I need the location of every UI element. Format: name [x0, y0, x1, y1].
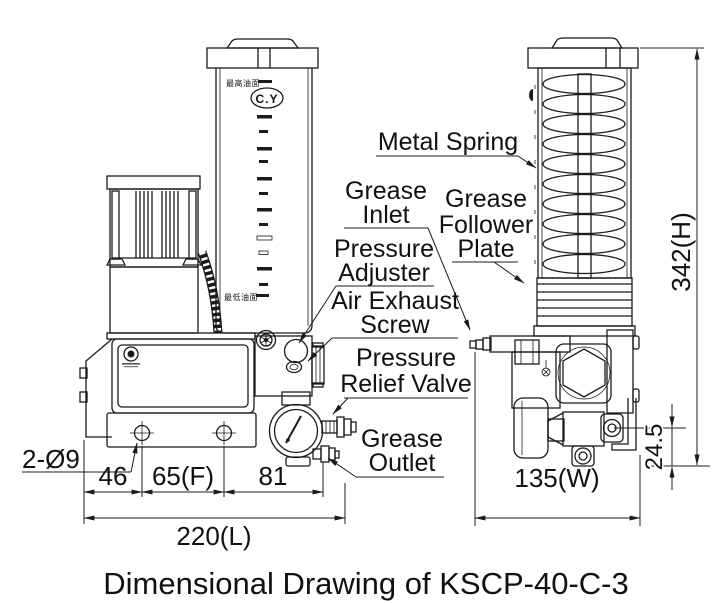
dim-24-5: 24.5: [614, 404, 710, 490]
pressure-adjuster-label-1: Pressure: [334, 235, 434, 263]
metal-spring-label: Metal Spring: [378, 128, 518, 156]
relief-valve-label-2: Relief Valve: [340, 370, 472, 398]
motor: [105, 175, 203, 334]
front-view: 最高油面 C.Y 最低油面: [79, 38, 357, 467]
follower-label-3: Plate: [458, 235, 515, 263]
motor-foot-right: [181, 258, 203, 266]
dim-245-text: 24.5: [641, 424, 668, 471]
dim-220-text: 220(L): [176, 521, 251, 551]
grease-inlet-part: [469, 337, 492, 351]
dimension-annotations: 46 65(F) 81 220(L) 2-Ø9 342(H): [22, 47, 710, 551]
reservoir-cap-dome: [225, 38, 300, 49]
reservoir-tube: [215, 68, 313, 334]
grease-inlet-label-2: Inlet: [362, 201, 409, 229]
air-exhaust-label-2: Screw: [360, 311, 430, 339]
drawing-title: Dimensional Drawing of KSCP-40-C-3: [103, 566, 628, 601]
dim-46-text: 46: [99, 461, 128, 491]
mounting-hole-1: [130, 421, 154, 445]
control-box-logo: [122, 346, 140, 368]
hex-plug: [562, 348, 606, 398]
follower-label-2: Follower: [439, 211, 533, 239]
label-pressure-relief-valve: Pressure Relief Valve: [332, 344, 472, 415]
dim-135: 135(W): [474, 352, 641, 526]
callout-labels: Metal Spring Grease Inlet Grease Followe…: [298, 128, 537, 478]
side-view: [469, 37, 640, 467]
power-cable: [197, 250, 223, 334]
label-pressure-adjuster: Pressure Adjuster: [298, 235, 434, 344]
level-marks: 最高油面 C.Y 最低油面: [224, 78, 284, 302]
grease-outlet-label-2: Outlet: [369, 449, 436, 477]
dim-135-text: 135(W): [514, 463, 599, 493]
air-exhaust-screw-part: [285, 360, 303, 374]
grease-inlet-label-1: Grease: [345, 177, 427, 205]
motor-foot-left: [105, 258, 127, 266]
follower-label-1: Grease: [445, 185, 527, 213]
dim-2d9-text: 2-Ø9: [22, 444, 80, 474]
dim-220: 220(L): [83, 515, 346, 551]
grease-outlet-label-1: Grease: [361, 425, 443, 453]
label-grease-inlet: Grease Inlet: [344, 177, 471, 331]
label-grease-follower-plate: Grease Follower Plate: [439, 185, 533, 284]
pressure-relief-valve-part: [321, 416, 357, 438]
label-grease-outlet: Grease Outlet: [327, 425, 444, 478]
grease-nipple: [529, 89, 533, 101]
pump-body-side: [469, 329, 640, 467]
mounting-bracket: [611, 398, 637, 451]
follower-plate-part: [533, 277, 636, 337]
min-level-text: 最低油面: [224, 292, 258, 302]
valve-cross-block: [547, 411, 624, 467]
reservoir-cap-flange: [206, 47, 319, 69]
dim-65f-text: 65(F): [152, 461, 214, 491]
reservoir-front: 最高油面 C.Y 最低油面: [206, 38, 319, 334]
pressure-adjuster-label-2: Adjuster: [338, 259, 430, 287]
mounting-hole-2: [212, 421, 236, 445]
relief-valve-label-1: Pressure: [356, 344, 456, 372]
dim-46-65-81: 46 65(F) 81: [83, 461, 324, 495]
side-panel: [606, 329, 634, 414]
label-air-exhaust-screw: Air Exhaust Screw: [307, 287, 459, 362]
dim-81-text: 81: [259, 461, 288, 491]
brand-logo-oval: [250, 87, 284, 109]
dim-342-text: 342(H): [666, 212, 696, 291]
max-level-text: 最高油面: [226, 78, 260, 88]
gauge-foot: [285, 456, 311, 467]
dim-342: 342(H): [640, 47, 704, 466]
pressure-adjuster-knob: [283, 338, 309, 364]
dim-mounting-holes: 2-Ø9: [22, 442, 138, 474]
air-exhaust-label-1: Air Exhaust: [331, 287, 459, 315]
fill-bolt: [255, 329, 277, 351]
side-plate: [85, 338, 113, 438]
bleed-screw: [541, 360, 551, 377]
pump-housing-front: [79, 332, 257, 448]
base-plate: [106, 412, 257, 448]
brand-logo-text: C.Y: [255, 92, 278, 106]
label-metal-spring: Metal Spring: [376, 128, 537, 169]
